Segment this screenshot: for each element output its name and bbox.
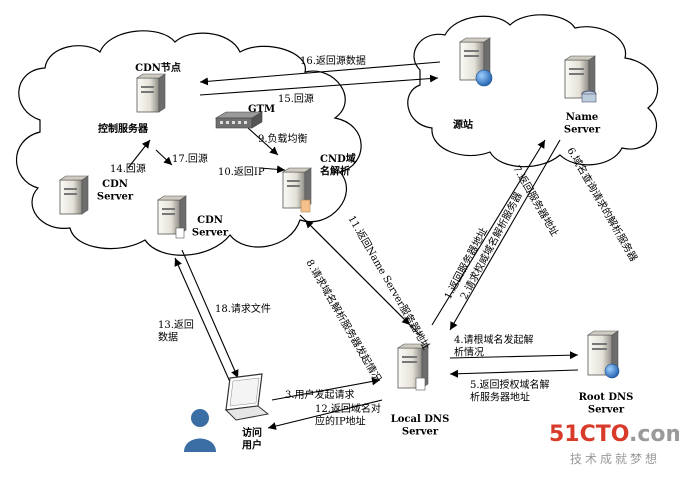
step-8-label: 8.请求域名解析服务器发起情况 bbox=[303, 257, 384, 384]
user-icon bbox=[184, 409, 216, 452]
arrows bbox=[127, 61, 579, 430]
step-18-label: 18.请求文件 bbox=[215, 302, 271, 315]
origin-cloud bbox=[407, 14, 659, 168]
gtm-switch-icon bbox=[214, 111, 264, 129]
step-16-label: 16.返回源数据 bbox=[300, 54, 366, 67]
cnd-dns-label: CND域名解析 bbox=[320, 152, 356, 178]
step-14-label: 14.回源 bbox=[110, 162, 146, 175]
user-label: 访问用户 bbox=[241, 426, 262, 452]
watermark: 51CTO.com 技术成就梦想 bbox=[549, 422, 679, 466]
step-12-label: 12.返回域名对应的IP地址 bbox=[315, 402, 381, 428]
watermark-brand-a: 51 bbox=[549, 422, 580, 447]
step-13-label: 13.返回数据 bbox=[158, 319, 194, 344]
cdn-cloud bbox=[16, 30, 362, 256]
step-4-label: 4.请根域名发起解析情况 bbox=[454, 333, 534, 359]
step-3-label: 3.用户发起请求 bbox=[285, 388, 355, 401]
step-2-label: 2.请求权威域名解析服务器 bbox=[457, 190, 525, 302]
cdn-server-icon bbox=[59, 175, 89, 215]
origin-label: 源站 bbox=[453, 118, 473, 131]
cdn-server-icon bbox=[157, 195, 187, 239]
svg-text:51CTO.com: 51CTO.com bbox=[549, 422, 679, 447]
dns-server-icon bbox=[282, 167, 312, 213]
watermark-brand-c: .com bbox=[629, 422, 679, 447]
step-10-label: 10.返回IP bbox=[218, 166, 265, 178]
step-17-label: 17.回源 bbox=[172, 152, 208, 165]
watermark-brand-b: CTO bbox=[580, 422, 629, 447]
cdn-node-label: CDN节点 bbox=[135, 61, 181, 74]
laptop-icon bbox=[224, 373, 270, 421]
control-server-label: 控制服务器 bbox=[98, 122, 149, 135]
local-dns-server-icon bbox=[397, 343, 429, 391]
step-5-label: 5.返回授权域名解析服务器地址 bbox=[470, 378, 550, 404]
step-11-label: 11.返回Name Server服务器地址 bbox=[345, 213, 433, 352]
name-server-icon bbox=[564, 55, 597, 103]
step-15-label: 15.回源 bbox=[278, 92, 314, 105]
gtm-label: GTM bbox=[248, 104, 275, 115]
root-dns-server-icon bbox=[587, 330, 620, 379]
origin-server-icon bbox=[459, 37, 493, 87]
watermark-tagline: 技术成就梦想 bbox=[570, 451, 660, 466]
control-server-icon bbox=[136, 73, 166, 113]
step-9-label: 9.负载均衡 bbox=[258, 132, 308, 145]
